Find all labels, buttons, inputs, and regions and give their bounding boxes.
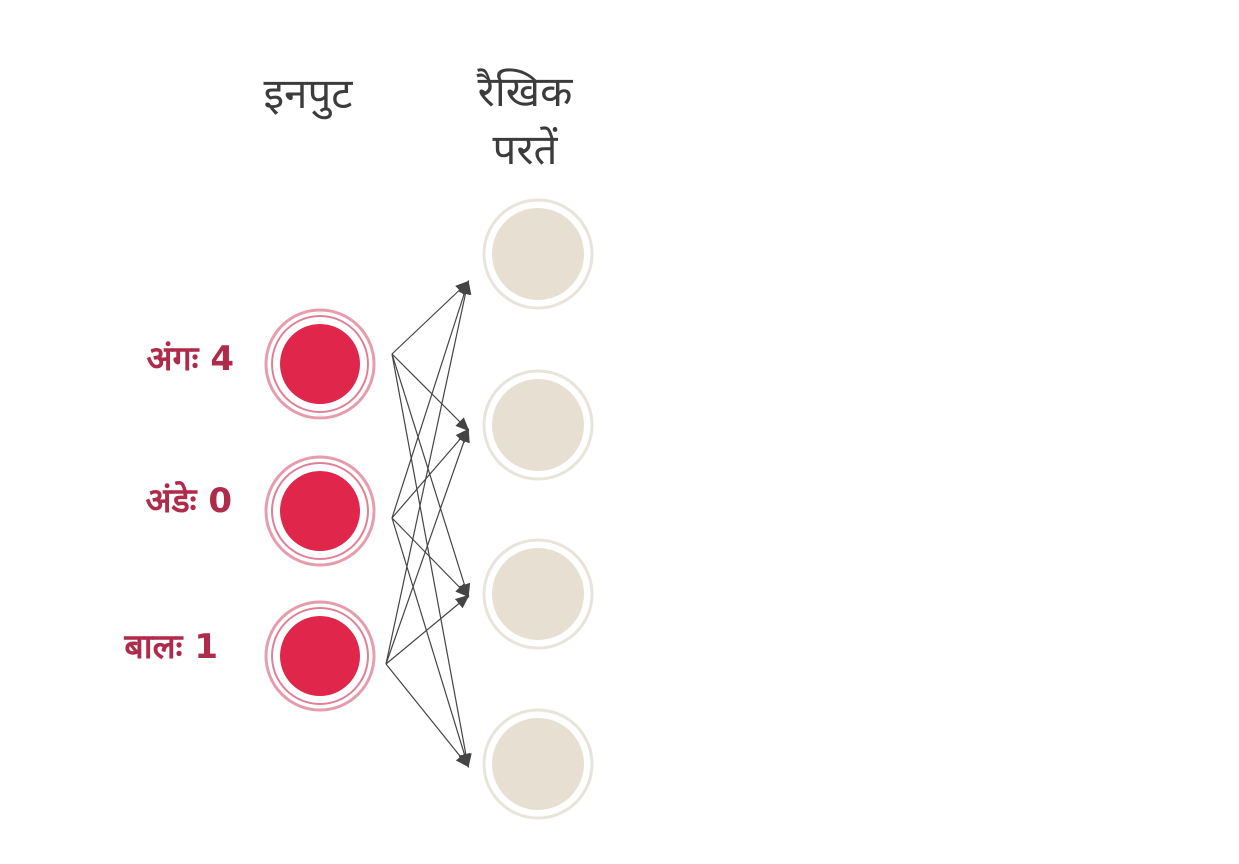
- linear-node-1: [482, 198, 594, 310]
- linear-layers-header-line2: परतें: [493, 125, 559, 174]
- input-label-limbs: अंगः 4: [147, 339, 234, 379]
- input-node-2: [264, 455, 376, 567]
- input-node-3: [264, 600, 376, 712]
- linear-node-3: [482, 538, 594, 650]
- linear-node-2: [482, 369, 594, 481]
- edge-input-1-to-linear-4: [391, 353, 472, 768]
- edge-input-1-to-linear-2: [391, 353, 470, 432]
- edge-input-1-to-linear-1: [391, 280, 470, 355]
- linear-layers-header-line1: रैखिक: [476, 67, 573, 116]
- connection-edges: [385, 280, 472, 768]
- edge-input-2-to-linear-2: [391, 428, 470, 519]
- edge-input-2-to-linear-1: [391, 280, 471, 519]
- linear-layer-nodes: [482, 198, 594, 820]
- edge-input-2-to-linear-3: [391, 517, 470, 598]
- input-nodes: [264, 308, 376, 712]
- input-header: इनपुट: [264, 69, 354, 120]
- edge-input-3-to-linear-1: [385, 280, 472, 665]
- edge-input-1-to-linear-3: [391, 353, 471, 598]
- edge-input-3-to-linear-2: [385, 428, 470, 665]
- input-node-1: [264, 308, 376, 420]
- edge-input-2-to-linear-4: [391, 517, 471, 768]
- input-label-eggs: अंडेः 0: [145, 480, 232, 521]
- input-label-hair: बालः 1: [123, 627, 218, 667]
- edge-input-3-to-linear-3: [385, 594, 470, 665]
- edge-input-3-to-linear-4: [385, 663, 470, 768]
- linear-node-4: [482, 708, 594, 820]
